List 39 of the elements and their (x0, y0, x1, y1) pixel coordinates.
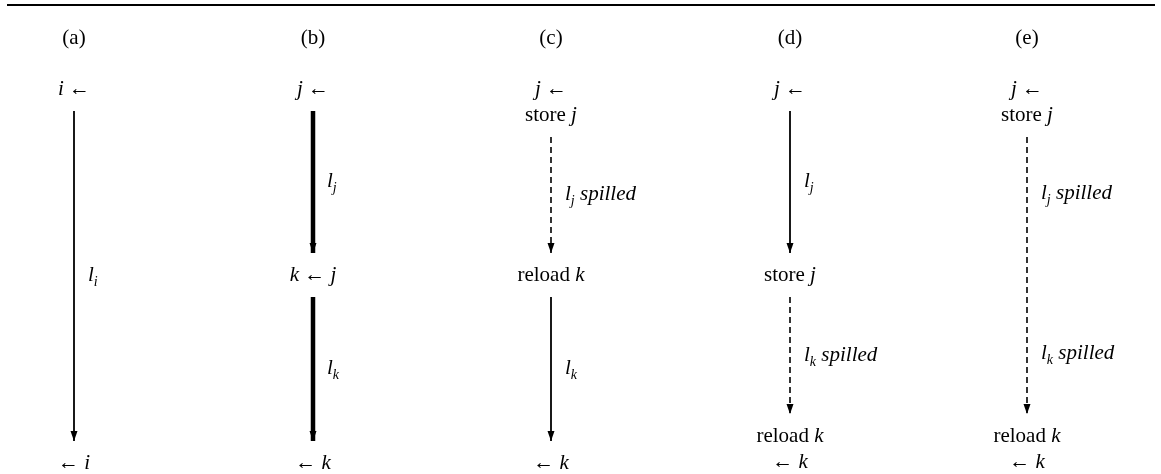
dashed-arrow (786, 296, 794, 415)
statement-text: ← k (533, 449, 569, 474)
arrow (547, 296, 555, 442)
statement-text: store j (764, 261, 816, 287)
statement-text: reload k (517, 261, 585, 287)
statement-text: store j (1001, 101, 1053, 127)
statement-text: j ← (1008, 75, 1045, 101)
statement-text: ← k (1008, 448, 1046, 474)
statement-text: ← i (57, 449, 91, 474)
panel-label: (c) (539, 25, 563, 49)
statement-text: i ← (57, 75, 91, 101)
edge-label: l$_{j}$ spilled (1041, 180, 1112, 210)
edge-label: l$_{j}$ spilled (565, 181, 636, 211)
statement-text: j ← (532, 75, 569, 101)
edge-label: l$_{i}$ (88, 262, 98, 292)
statement-text: k ← j (289, 261, 337, 287)
edge-label: l$_{j}$ (327, 168, 337, 198)
dashed-arrow (1023, 136, 1031, 415)
arrow (70, 110, 78, 442)
arrow (309, 297, 317, 441)
statement-text: j ← (296, 75, 330, 101)
edge-label: l$_{j}$ (804, 168, 814, 198)
edge-label: l$_{k}$ spilled (804, 341, 878, 371)
arrow (786, 110, 794, 254)
statement-text: store j (525, 101, 577, 127)
panel-label: (e) (1015, 25, 1039, 49)
annotation-text: l$_{k}$ spilled (1041, 340, 1115, 370)
statement-text: j ← (773, 75, 807, 101)
statement-text: reload k (756, 422, 824, 448)
arrow (309, 111, 317, 253)
statement-text: ← k (295, 449, 331, 474)
panel-label: (a) (62, 25, 86, 49)
panel-label: (b) (300, 25, 326, 49)
statement-text: reload k (993, 422, 1061, 448)
statement-text: ← k (771, 448, 809, 474)
edge-label: l$_{k}$ (565, 355, 578, 385)
dashed-arrow (547, 136, 555, 254)
edge-label: l$_{k}$ (327, 355, 340, 385)
panel-label: (d) (777, 25, 803, 49)
